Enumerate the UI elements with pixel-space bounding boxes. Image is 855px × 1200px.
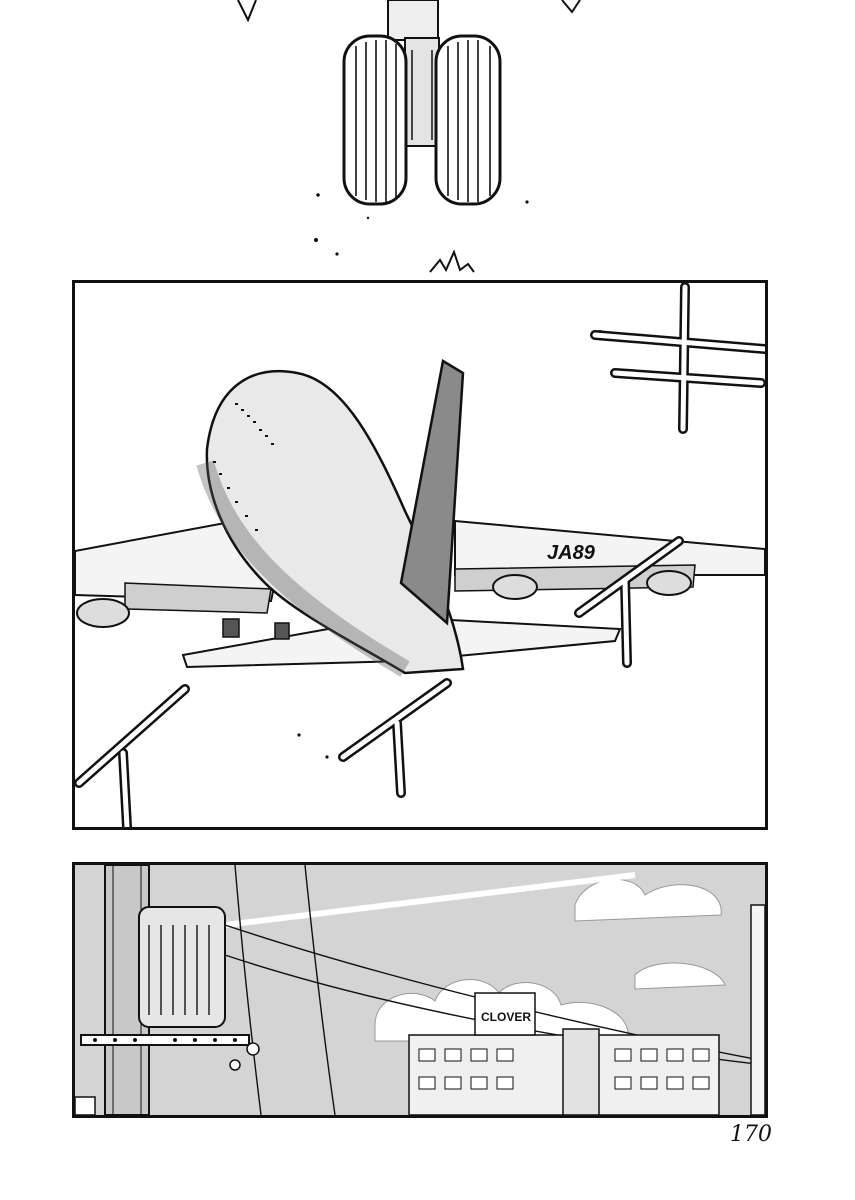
airplane-illustration: JA89 [75, 283, 765, 827]
page-number: 170 [730, 1122, 772, 1147]
building-sign: CLOVER [481, 1010, 531, 1024]
airplane-panel: JA89 [72, 280, 768, 830]
street-illustration: CLOVER [75, 865, 765, 1115]
aircraft-registration: JA89 [547, 542, 596, 564]
street-panel: CLOVER [72, 862, 768, 1118]
